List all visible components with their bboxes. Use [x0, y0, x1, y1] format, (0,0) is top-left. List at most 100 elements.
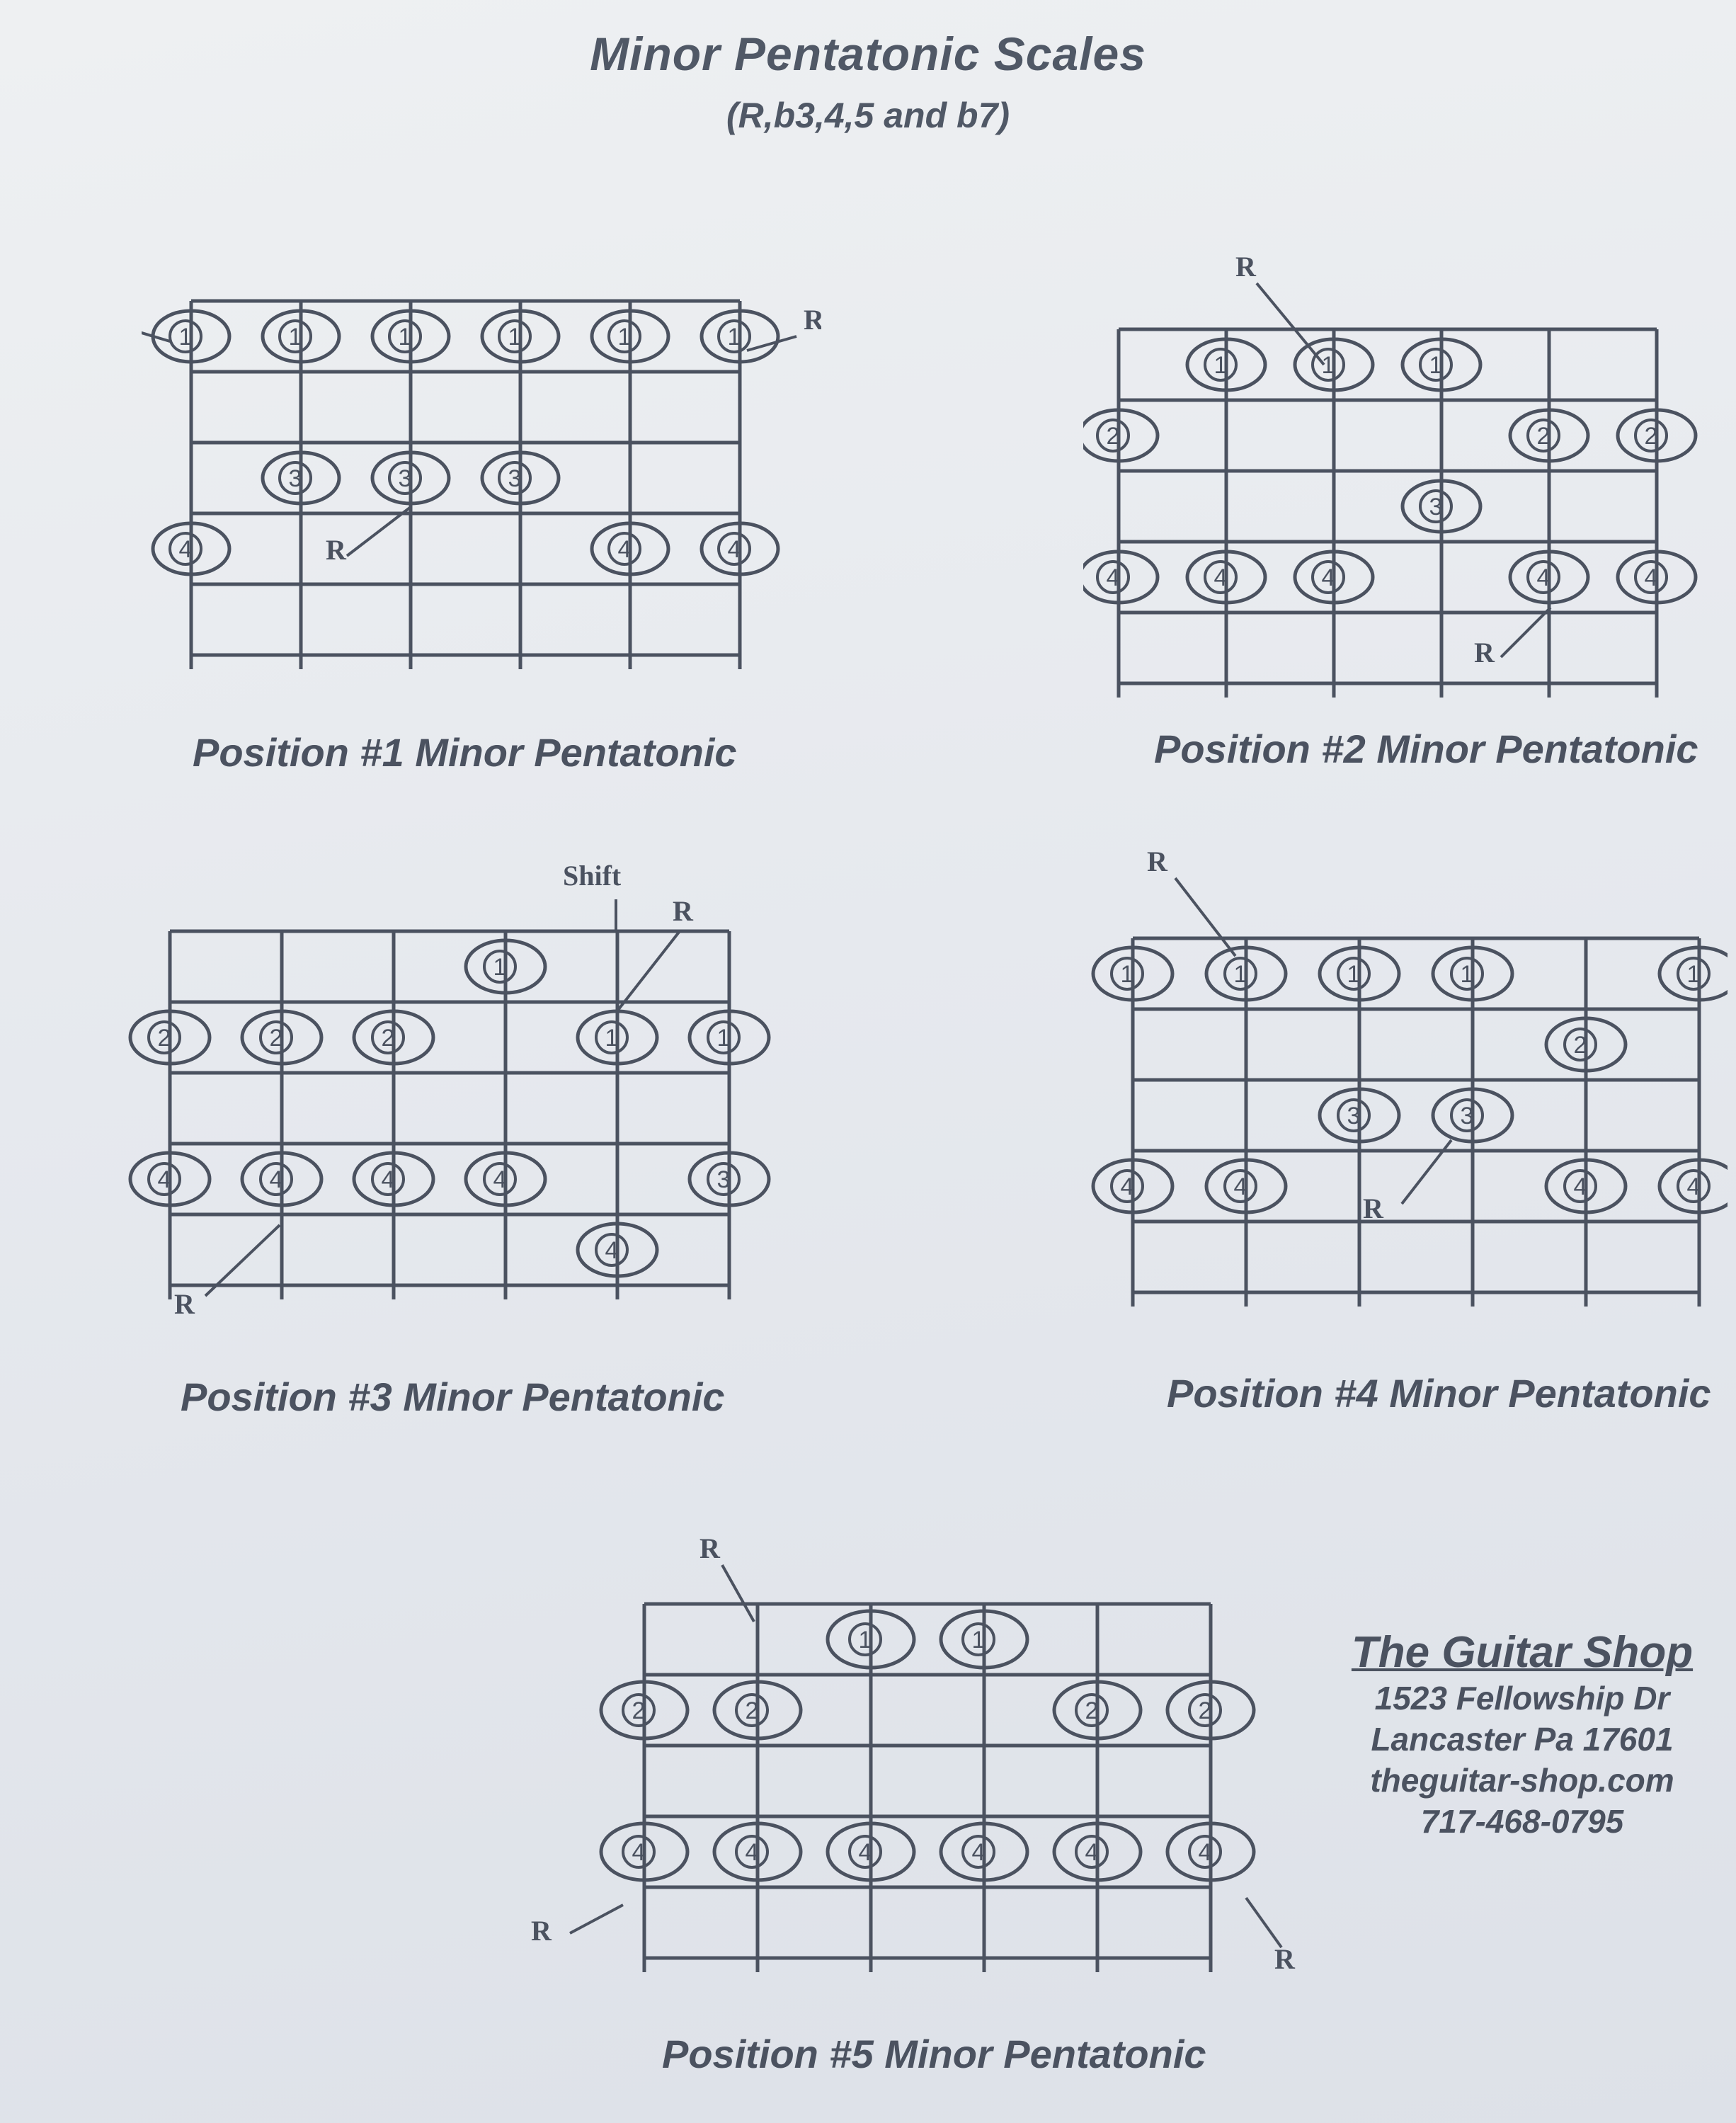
note-marker [240, 1009, 324, 1066]
finger-number: 2 [1574, 1032, 1587, 1059]
finger-number: 2 [270, 1025, 283, 1052]
finger-number: 4 [158, 1166, 171, 1193]
root-marker-label: R [1147, 846, 1168, 877]
finger-number: 1 [717, 1025, 731, 1052]
finger-number: 4 [859, 1839, 872, 1866]
finger-circle [961, 1835, 995, 1869]
note-marker [1431, 945, 1514, 1002]
finger-number: 4 [1121, 1173, 1134, 1200]
finger-number: 4 [1574, 1173, 1587, 1200]
finger-number: 1 [1234, 961, 1247, 988]
annotation-pointer [1174, 877, 1237, 957]
finger-number: 4 [1687, 1173, 1701, 1200]
note-marker [464, 1151, 547, 1207]
note-marker [1657, 945, 1728, 1002]
finger-number: 4 [1085, 1839, 1099, 1866]
annotation-pointer [746, 335, 797, 352]
note-marker [261, 309, 341, 364]
finger-circle [595, 1020, 629, 1054]
shop-info: The Guitar Shop 1523 Fellowship Dr Lanca… [1317, 1627, 1728, 1842]
finger-number: 4 [270, 1166, 283, 1193]
note-marker [1083, 550, 1160, 605]
finger-number: 4 [605, 1237, 619, 1264]
finger-number: 3 [289, 465, 302, 492]
annotation-pointer [1500, 606, 1552, 659]
note-marker [1165, 1821, 1256, 1882]
finger-number: 1 [1322, 352, 1335, 379]
note-marker [151, 521, 232, 576]
page-subtitle: (R,b3,4,5 and b7) [726, 96, 1010, 135]
finger-number: 2 [382, 1025, 395, 1052]
caption-position-3: Position #3 Minor Pentatonic [181, 1374, 725, 1419]
note-marker [370, 309, 451, 364]
root-marker-label: R [673, 895, 694, 927]
note-marker [1318, 1087, 1401, 1144]
note-marker [1431, 1087, 1514, 1144]
note-marker [1083, 408, 1160, 463]
finger-circle [1337, 957, 1371, 991]
root-marker-label: R [326, 534, 347, 566]
finger-number: 2 [158, 1025, 171, 1052]
note-marker [687, 1009, 771, 1066]
finger-circle [371, 1020, 405, 1054]
annotation-pointer [721, 1564, 755, 1622]
root-marker-label: R [1235, 251, 1257, 283]
shop-address-line-1: 1523 Fellowship Dr [1374, 1680, 1670, 1717]
finger-number: 1 [289, 324, 302, 351]
root-marker-label: R [699, 1532, 721, 1564]
finger-number: 1 [859, 1627, 872, 1654]
finger-number: 1 [618, 324, 632, 351]
finger-number: 4 [179, 536, 193, 563]
note-marker [939, 1609, 1029, 1670]
finger-number: 4 [632, 1839, 646, 1866]
fretboard-diagram-position-1: 111111333444RootRR [142, 299, 821, 669]
page-title: Minor Pentatonic Scales [590, 28, 1146, 80]
finger-circle [717, 319, 751, 353]
note-marker [1508, 550, 1590, 605]
note-marker [699, 521, 780, 576]
note-marker [1400, 479, 1483, 534]
finger-circle [1450, 957, 1484, 991]
finger-circle [147, 1020, 181, 1054]
note-marker [352, 1009, 435, 1066]
finger-circle [1096, 560, 1130, 594]
note-marker [576, 1222, 659, 1278]
note-marker [599, 1680, 690, 1741]
finger-number: 1 [1121, 961, 1134, 988]
note-marker [1544, 1016, 1628, 1073]
finger-circle [388, 319, 422, 353]
note-marker [1091, 945, 1175, 1002]
finger-number: 3 [1429, 494, 1443, 520]
caption-position-2: Position #2 Minor Pentatonic [1154, 727, 1698, 771]
finger-number: 2 [746, 1697, 759, 1724]
finger-circle [1311, 560, 1345, 594]
finger-number: 2 [1645, 423, 1658, 450]
finger-circle [848, 1622, 882, 1656]
finger-circle [1526, 560, 1560, 594]
finger-circle [371, 1162, 405, 1196]
note-marker [128, 1009, 212, 1066]
note-marker [1293, 550, 1375, 605]
finger-number: 2 [1199, 1697, 1212, 1724]
annotation-pointer [204, 1224, 281, 1297]
finger-circle [1188, 1835, 1222, 1869]
finger-number: 4 [1107, 564, 1120, 591]
note-marker [699, 309, 780, 364]
finger-circle [1563, 1028, 1597, 1062]
finger-number: 4 [728, 536, 741, 563]
note-marker [370, 450, 451, 506]
finger-number: 2 [1107, 423, 1120, 450]
finger-circle [483, 1162, 517, 1196]
note-marker [1318, 945, 1401, 1002]
finger-number: 3 [717, 1166, 731, 1193]
finger-circle [595, 1233, 629, 1267]
finger-number: 4 [493, 1166, 507, 1193]
note-marker [1293, 337, 1375, 392]
finger-circle [1634, 419, 1668, 453]
finger-number: 1 [493, 954, 507, 981]
finger-circle [1110, 957, 1144, 991]
finger-circle [735, 1693, 769, 1727]
note-marker [826, 1821, 916, 1882]
